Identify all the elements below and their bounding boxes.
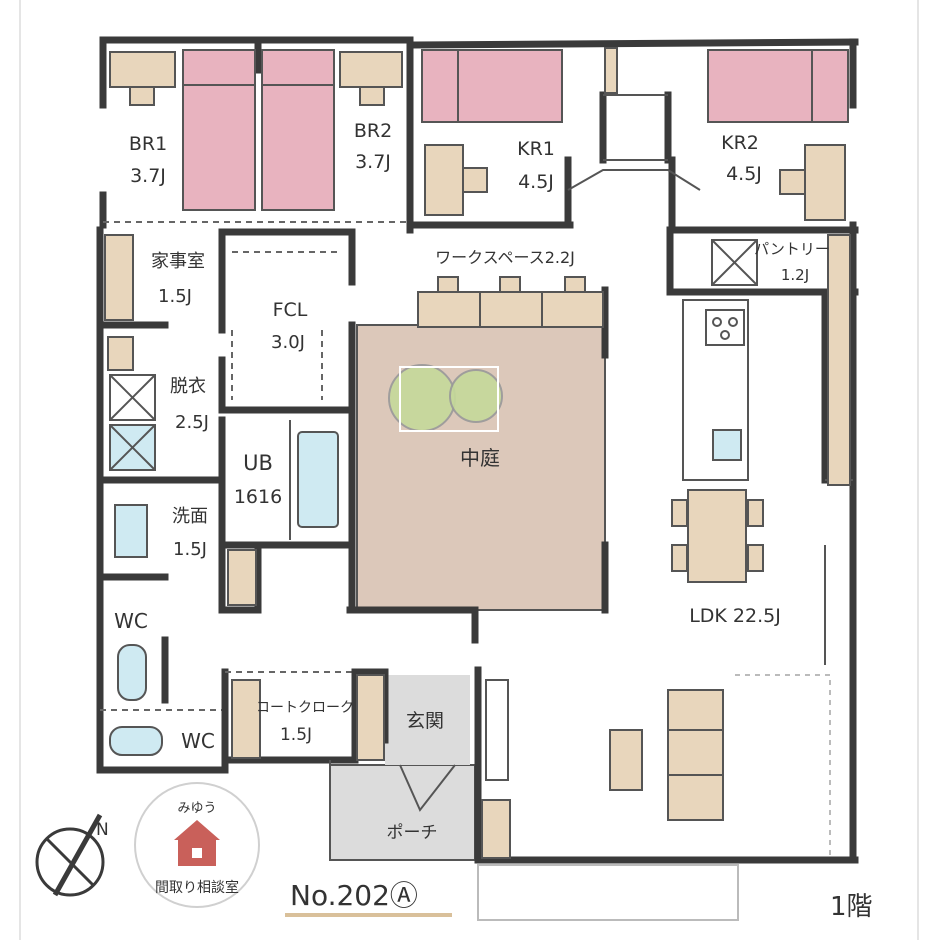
shelf	[231, 679, 261, 759]
counter	[104, 234, 134, 321]
bed	[707, 49, 849, 123]
room-name-wc2: WC	[181, 729, 215, 753]
chair	[747, 499, 764, 527]
room-name-kaji: 家事室	[151, 251, 205, 272]
chair	[499, 276, 521, 293]
room-size-kaji: 1.5J	[158, 286, 192, 307]
room-name-coat: コートクローク	[256, 700, 354, 716]
desk	[109, 51, 176, 88]
bed	[261, 49, 335, 211]
logo-top-text: みゆう	[177, 801, 216, 816]
room-size-ub: 1616	[234, 486, 282, 508]
shelf	[107, 336, 134, 371]
room-size-fcl: 3.0J	[271, 332, 305, 353]
work-counter	[417, 291, 604, 328]
chair	[437, 276, 459, 293]
room-size-datsui: 2.5J	[175, 412, 209, 433]
genkan-floor	[385, 675, 470, 765]
genkan-door	[399, 764, 456, 812]
chair	[564, 276, 586, 293]
wall	[411, 38, 859, 49]
door-arc	[567, 169, 701, 191]
logo: みゆう 間取り相談室	[134, 782, 260, 908]
plan-number: No.202Ⓐ	[290, 879, 418, 912]
sofa	[667, 689, 724, 821]
room-size-br1: 3.7J	[130, 165, 166, 187]
room-name-fcl: FCL	[273, 299, 308, 321]
chair	[671, 544, 688, 572]
house-icon	[174, 820, 220, 866]
room-size-senmen: 1.5J	[173, 539, 207, 560]
room-size-pantry: 1.2J	[781, 266, 809, 284]
chair	[779, 169, 806, 195]
room-size-br2: 3.7J	[355, 151, 391, 173]
shelf	[604, 47, 618, 94]
chair	[671, 499, 688, 527]
room-name-ldk: LDK 22.5J	[689, 605, 781, 627]
room-size-coat: 1.5J	[280, 725, 312, 745]
room-name-br2: BR2	[354, 120, 392, 142]
tall-cabinet	[827, 234, 851, 486]
chair	[129, 86, 155, 106]
compass-icon: N	[35, 813, 109, 897]
room-name-kr2: KR2	[721, 132, 759, 154]
room-name-senmen: 洗面	[172, 506, 208, 527]
room-size-kr1: 4.5J	[518, 171, 554, 193]
terrace	[477, 864, 739, 921]
floor-label: 1階	[830, 892, 873, 922]
room-name-workspace: ワークスペース2.2J	[435, 248, 575, 267]
chair	[359, 86, 385, 106]
shoe-shelf	[356, 674, 385, 761]
room-name-nakaniwa: 中庭	[460, 446, 500, 470]
shelf	[481, 799, 511, 859]
tree-icon	[388, 364, 456, 432]
porch-floor	[329, 764, 476, 861]
desk	[424, 144, 464, 216]
bed	[421, 49, 563, 123]
chair	[747, 544, 764, 572]
room-name-pantry: パントリー	[754, 240, 830, 258]
kitchen-sink-icon	[712, 429, 742, 461]
room-size-kr2: 4.5J	[726, 163, 762, 185]
room-name-kr1: KR1	[517, 138, 555, 160]
bathtub	[297, 431, 339, 528]
room-name-genkan: 玄関	[406, 710, 444, 732]
ldk-dashed-area	[735, 674, 831, 860]
desk	[804, 144, 846, 221]
chair	[462, 167, 488, 193]
desk	[339, 51, 403, 88]
sink-icon	[114, 504, 148, 558]
room-name-datsui: 脱衣	[170, 376, 206, 397]
compass-north-label: N	[96, 820, 109, 840]
toilet-icon	[117, 644, 147, 701]
room-name-wc1: WC	[114, 609, 148, 633]
room-name-br1: BR1	[129, 133, 167, 155]
room-name-ub: UB	[243, 451, 273, 475]
tree-frame	[399, 366, 499, 432]
dining-table	[687, 489, 747, 583]
side-table	[609, 729, 643, 791]
toilet-icon	[109, 726, 163, 756]
bed	[182, 49, 256, 211]
room-name-porch: ポーチ	[387, 823, 438, 843]
shelf	[227, 549, 257, 606]
door-slider	[485, 679, 509, 781]
logo-bottom-text: 間取り相談室	[155, 879, 239, 896]
tree-icon	[449, 369, 503, 423]
